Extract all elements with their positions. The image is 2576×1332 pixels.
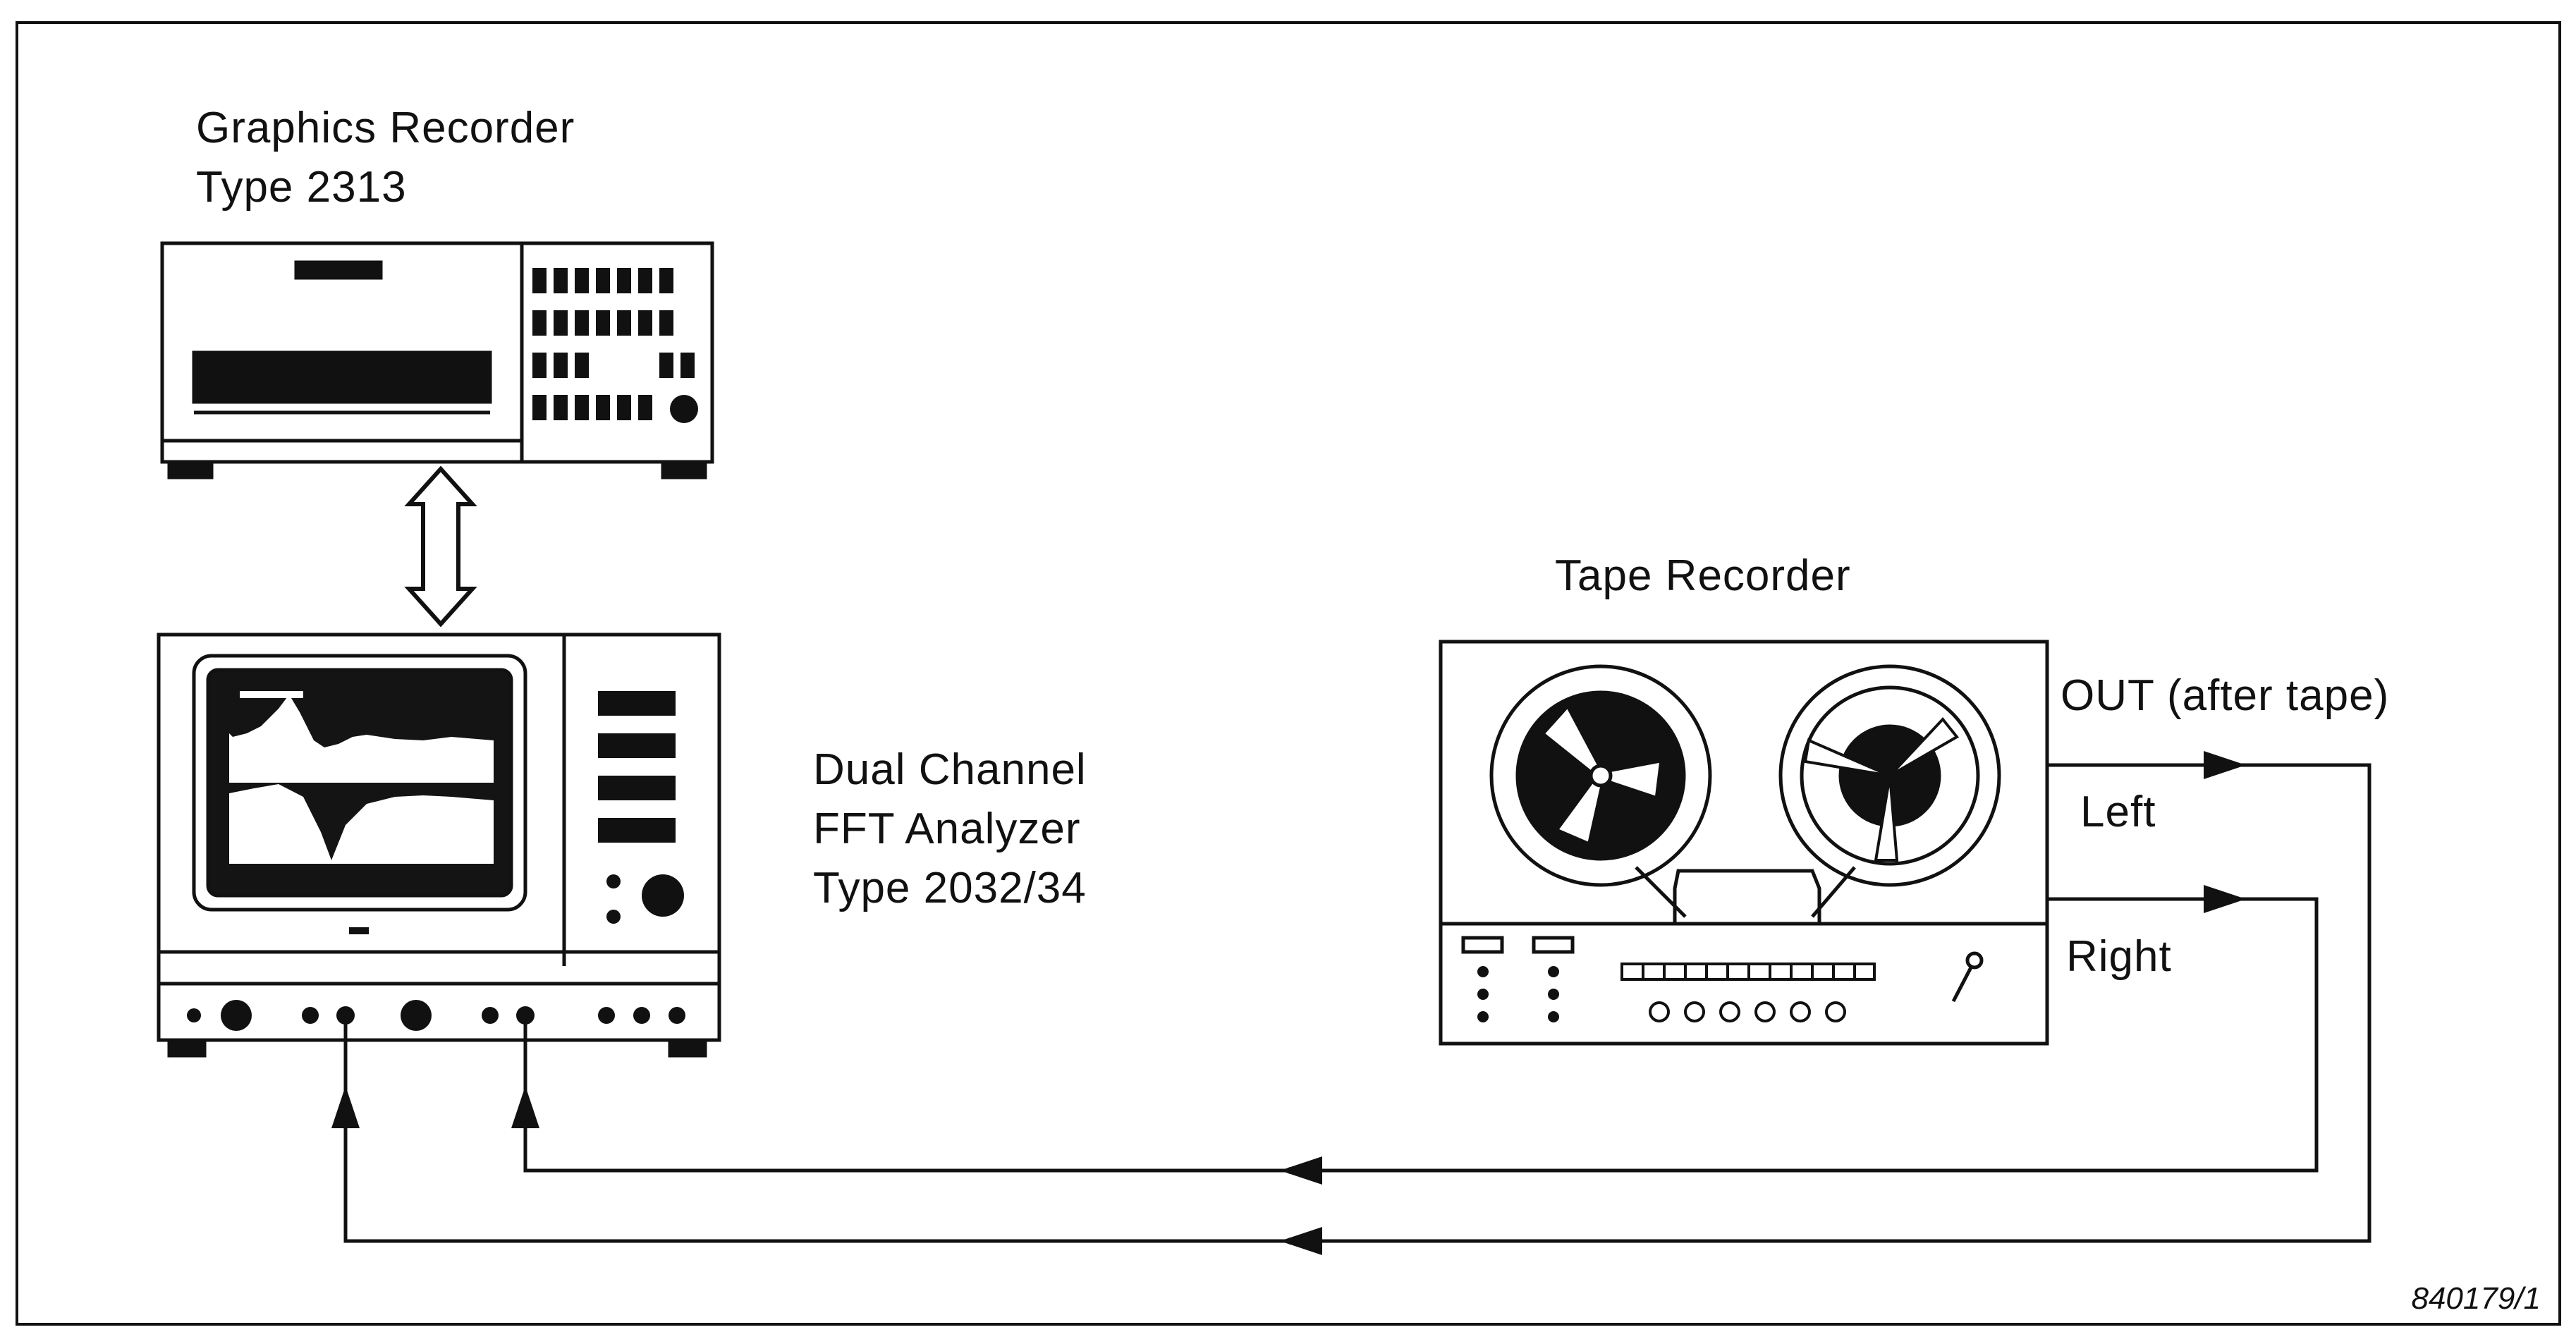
analyzer-label: Dual Channel FFT Analyzer Type 2032/34 — [813, 740, 1087, 918]
graphics-recorder-label: Graphics Recorder Type 2313 — [196, 99, 575, 217]
microphone-icon — [1951, 951, 1984, 1003]
right-channel-label: Right — [2066, 932, 2172, 981]
analyzer-label-line1: Dual Channel — [813, 745, 1087, 794]
tape-recorder-device — [1439, 640, 2049, 1046]
out-after-tape-label: OUT (after tape) — [2061, 671, 2390, 720]
recorder-keypad — [532, 268, 698, 423]
knob-icon — [642, 874, 684, 917]
tape-reel-icon — [1778, 664, 2001, 887]
page-frame — [16, 21, 2561, 1326]
figure-number: 840179/1 — [2411, 1281, 2541, 1316]
graphics-recorder-label-line1: Graphics Recorder — [196, 104, 575, 152]
graphics-recorder-device — [160, 241, 714, 479]
wire-right-return — [523, 1100, 1283, 1173]
analyzer-front-panel — [187, 1000, 685, 1031]
double-arrow-icon — [404, 465, 477, 628]
analyzer-keys — [349, 691, 684, 934]
knob-icon — [670, 395, 698, 423]
channel-a-input — [336, 1006, 355, 1025]
left-channel-label: Left — [2080, 788, 2156, 836]
wire-left-loop — [1283, 763, 2371, 1243]
tape-reel-icon — [1489, 664, 1712, 887]
channel-b-input — [516, 1006, 535, 1025]
wire-left-return — [343, 1100, 1283, 1243]
analyzer-label-line2: FFT Analyzer — [813, 805, 1081, 853]
arrowhead-icon — [331, 751, 2246, 1255]
tape-recorder-label: Tape Recorder — [1555, 551, 1851, 600]
graphics-recorder-label-line2: Type 2313 — [196, 163, 407, 212]
analyzer-label-line3: Type 2032/34 — [813, 864, 1087, 912]
wire-right-loop — [1283, 897, 2319, 1173]
fft-analyzer-device — [157, 633, 721, 1058]
